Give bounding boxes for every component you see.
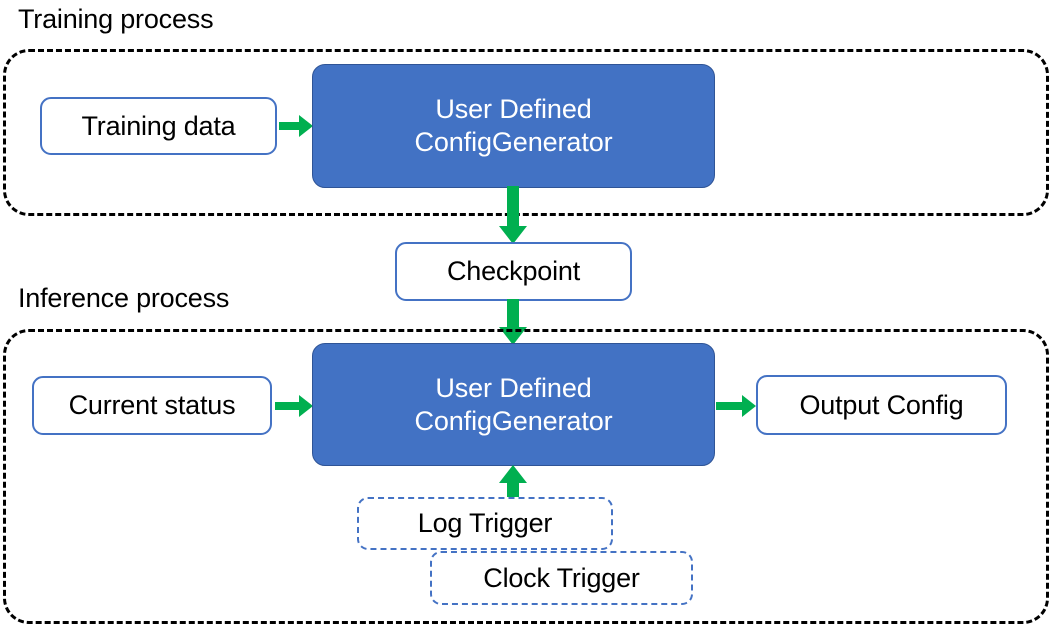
node-current-status-label: Current status <box>68 390 236 421</box>
node-checkpoint[interactable]: Checkpoint <box>395 242 632 301</box>
arrow-current-status-to-generator <box>275 392 315 420</box>
node-config-generator-training-label: User Defined ConfigGenerator <box>414 94 613 157</box>
node-config-generator-inference-label: User Defined ConfigGenerator <box>414 372 613 436</box>
arrow-triggers-to-generator <box>497 465 529 505</box>
training-process-container <box>3 49 1049 216</box>
arrow-generator-to-output-config <box>716 392 758 420</box>
node-training-data-label: Training data <box>81 110 236 141</box>
arrow-checkpoint-to-inference-generator <box>497 299 529 347</box>
node-output-config[interactable]: Output Config <box>756 375 1007 435</box>
inference-process-title: Inference process <box>18 283 230 313</box>
node-log-trigger-label: Log Trigger <box>417 508 553 539</box>
node-clock-trigger-label: Clock Trigger <box>483 562 640 593</box>
node-log-trigger[interactable]: Log Trigger <box>357 497 613 550</box>
node-training-data[interactable]: Training data <box>40 97 277 155</box>
arrow-training-data-to-generator <box>279 112 315 140</box>
node-clock-trigger[interactable]: Clock Trigger <box>430 551 693 605</box>
inference-process-container <box>3 329 1049 624</box>
training-process-title: Training process <box>18 4 214 34</box>
node-config-generator-training[interactable]: User Defined ConfigGenerator <box>312 64 715 188</box>
node-checkpoint-label: Checkpoint <box>446 256 581 287</box>
node-current-status[interactable]: Current status <box>32 376 272 435</box>
node-output-config-label: Output Config <box>799 389 964 420</box>
arrow-generator-to-checkpoint <box>497 186 529 246</box>
node-config-generator-inference[interactable]: User Defined ConfigGenerator <box>312 343 715 466</box>
